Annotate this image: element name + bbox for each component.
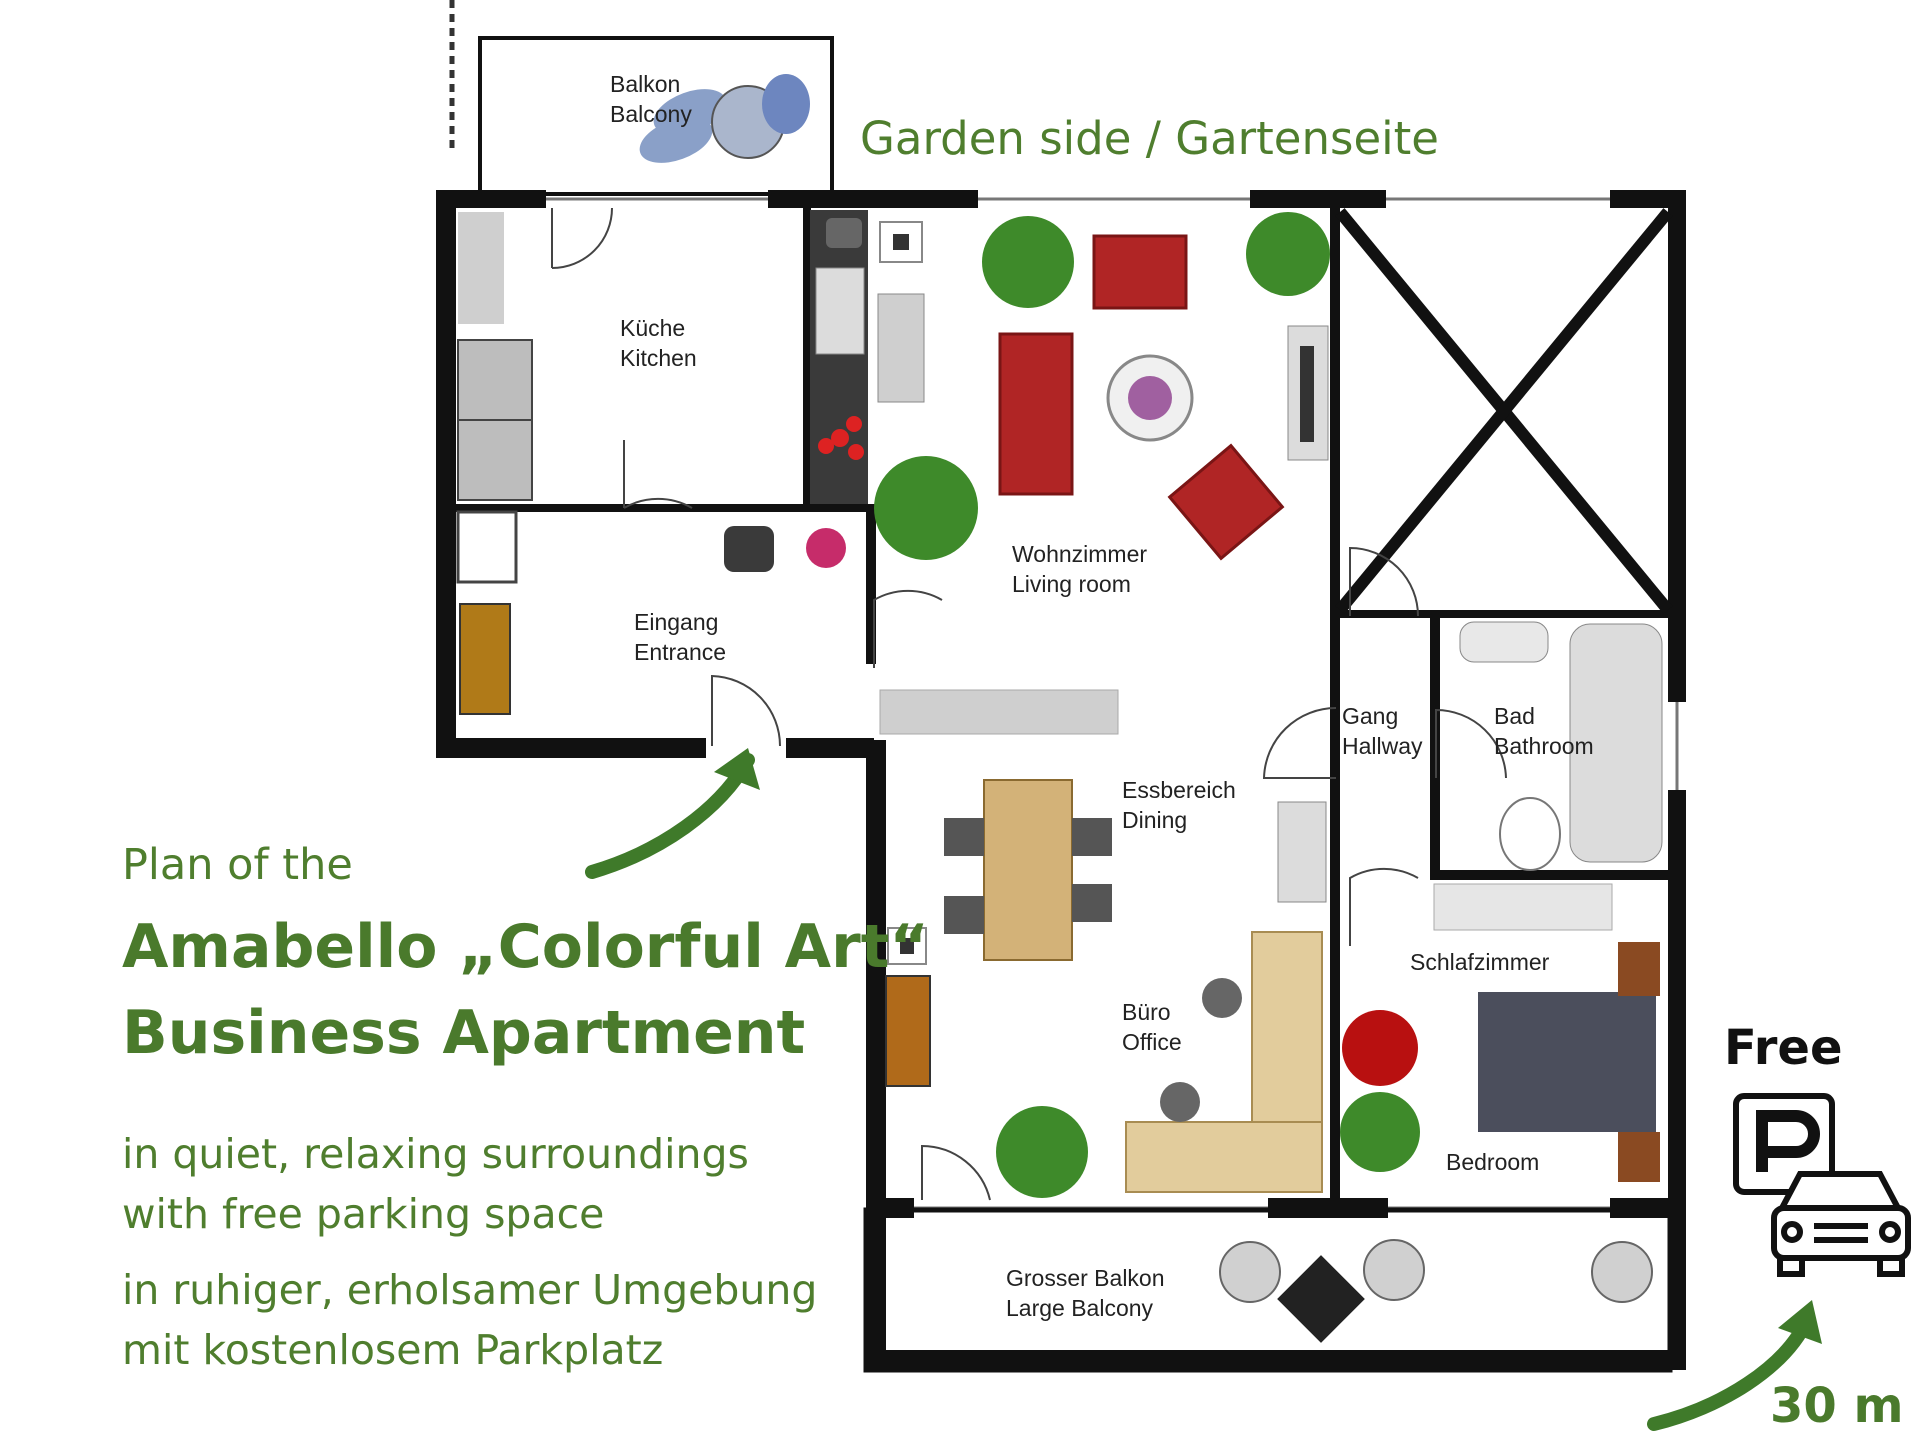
kitchen-furniture (457, 210, 868, 504)
label-bedroom-en: Bedroom (1446, 1149, 1539, 1175)
label-entrance-de: Eingang (634, 609, 718, 635)
tagline-3: in ruhiger, erholsamer Umgebung (122, 1266, 818, 1314)
free-parking-label: Free (1724, 1020, 1843, 1076)
balcony-table-icon (639, 74, 810, 163)
walls (436, 190, 1686, 1370)
label-balcony-de: Balkon (610, 71, 680, 97)
label-living-en: Living room (1012, 571, 1131, 597)
tagline-2: with free parking space (122, 1190, 605, 1238)
label-entrance-en: Entrance (634, 639, 726, 665)
tagline-1: in quiet, relaxing surroundings (122, 1130, 749, 1178)
parking-distance: 30 m (1770, 1378, 1904, 1434)
label-large-balcony-de: Grosser Balkon (1006, 1265, 1165, 1291)
dining-table (944, 779, 1327, 961)
title-line-1: Amabello „Colorful Art“ (122, 912, 929, 982)
living-room-furniture (877, 221, 1329, 735)
label-hallway-de: Gang (1342, 703, 1398, 729)
entrance-arrow-icon (585, 748, 760, 879)
large-balcony-outline (863, 1207, 1673, 1373)
entrance-furniture (456, 510, 846, 715)
tagline-4: mit kostenlosem Parkplatz (122, 1326, 664, 1374)
label-office-de: Büro (1122, 999, 1171, 1025)
parking-arrow-icon (1647, 1300, 1822, 1431)
label-living-de: Wohnzimmer (1012, 541, 1147, 567)
garden-side-label: Garden side / Gartenseite (860, 112, 1439, 165)
label-bathroom-en: Bathroom (1494, 733, 1594, 759)
void-cross (1335, 208, 1673, 614)
label-bathroom-de: Bad (1494, 703, 1535, 729)
doors (551, 207, 1507, 1201)
title-line-2: Business Apartment (122, 998, 806, 1068)
label-kitchen-de: Küche (620, 315, 685, 341)
label-large-balcony-en: Large Balcony (1006, 1295, 1154, 1321)
large-balcony-furniture (1219, 1239, 1653, 1343)
label-kitchen-en: Kitchen (620, 345, 697, 371)
office-desk (885, 927, 1323, 1193)
plants (874, 212, 1420, 1198)
label-dining-en: Dining (1122, 807, 1187, 833)
bathroom-fixtures (1459, 621, 1663, 871)
label-bedroom-de: Schlafzimmer (1410, 949, 1550, 975)
label-balcony-en: Balcony (610, 101, 692, 127)
parking-car-icon (1733, 1093, 1911, 1277)
title-intro: Plan of the (122, 840, 353, 890)
label-dining-de: Essbereich (1122, 777, 1236, 803)
label-hallway-en: Hallway (1342, 733, 1423, 759)
label-office-en: Office (1122, 1029, 1182, 1055)
bedroom-furniture (1342, 883, 1660, 1182)
